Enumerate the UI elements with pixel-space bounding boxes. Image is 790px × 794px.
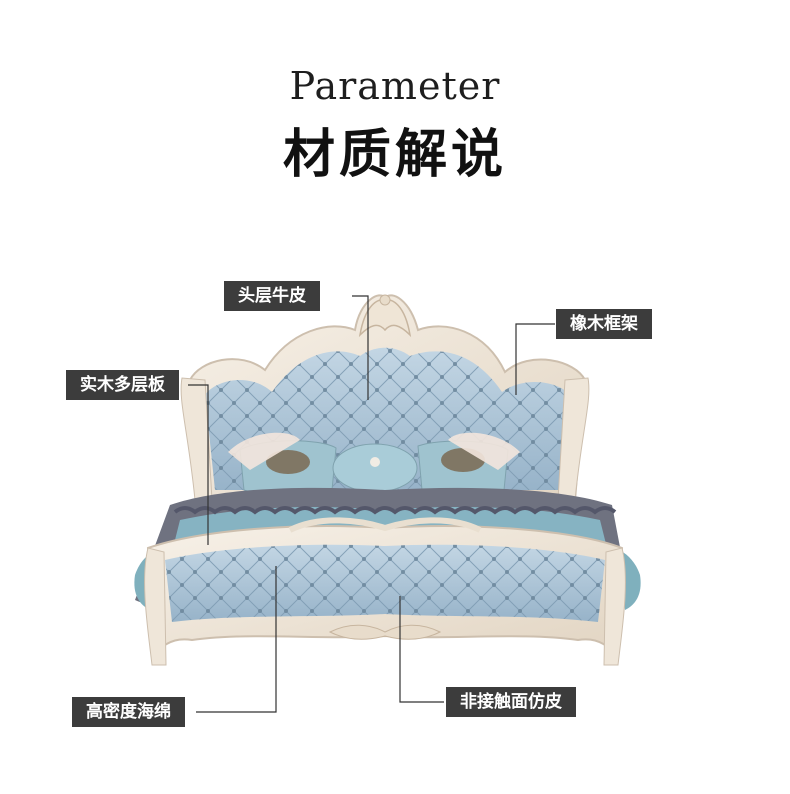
leader-leather — [352, 295, 369, 400]
page-title-chinese: 材质解说 — [282, 125, 507, 185]
leader-faux-leather — [399, 596, 444, 703]
callout-oak-frame: 橡木框架 — [556, 309, 652, 339]
callout-lines — [188, 295, 555, 713]
callout-leather: 头层牛皮 — [224, 281, 320, 311]
callout-faux-leather: 非接触面仿皮 — [446, 687, 576, 717]
callout-multilayer-board: 实木多层板 — [66, 370, 179, 400]
leader-multilayer-board — [188, 384, 209, 545]
leader-foam — [196, 566, 277, 713]
page-title-english: Parameter — [289, 64, 501, 108]
leader-oak-frame — [515, 323, 555, 395]
pillows — [228, 432, 520, 495]
callout-foam: 高密度海绵 — [72, 697, 185, 727]
footboard — [144, 517, 626, 666]
